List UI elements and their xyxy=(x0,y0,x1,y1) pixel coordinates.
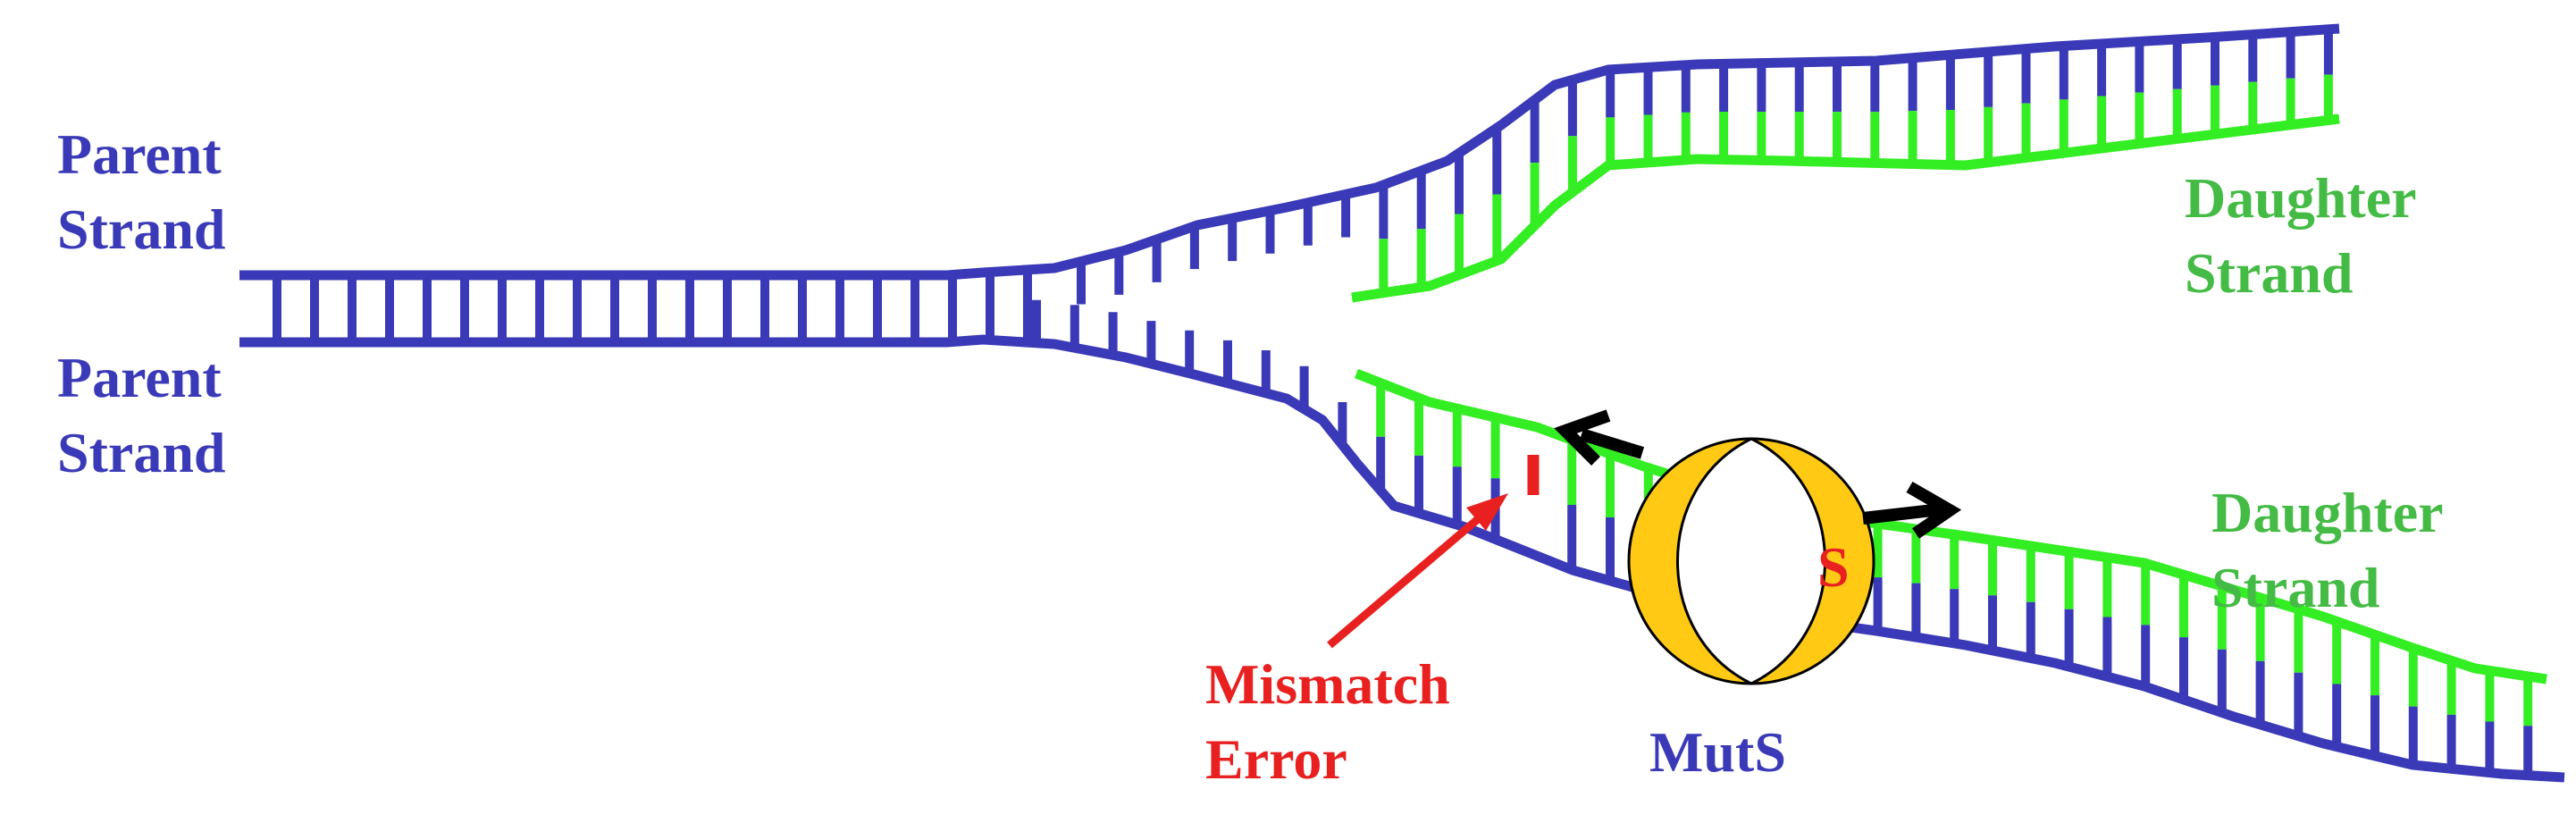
label-line: Error xyxy=(1205,727,1347,791)
scan-left-arrow xyxy=(1554,409,1645,466)
label-line: Mismatch xyxy=(1205,652,1450,716)
label-line: Strand xyxy=(57,197,226,261)
label-line: Daughter xyxy=(2185,166,2417,230)
daughter-strand-top xyxy=(1351,113,2340,303)
label-line: Daughter xyxy=(2211,481,2444,544)
label-line: Strand xyxy=(57,421,226,484)
parent-strand-label-top: Parent Strand xyxy=(57,117,226,267)
label-line: Parent xyxy=(57,122,222,186)
parent-strand-label-bottom: Parent Strand xyxy=(57,340,226,491)
daughter-strand-bottom xyxy=(1355,368,2547,684)
daughter-strand-label-top: Daughter Strand xyxy=(2185,161,2417,311)
scan-right-arrow xyxy=(1862,481,1962,539)
muts-s-symbol: S xyxy=(1817,535,1850,599)
mismatch-pointer-arrow xyxy=(1327,493,1508,649)
mismatch-error-label: Mismatch Error xyxy=(1205,647,1450,797)
muts-cleft xyxy=(1676,437,1826,685)
label-line: Strand xyxy=(2185,241,2354,305)
parent-strand-bottom xyxy=(239,334,2565,783)
rungs xyxy=(273,29,2533,776)
daughter-strand-label-bottom: Daughter Strand xyxy=(2211,475,2444,626)
parent-strand-top xyxy=(239,23,2340,281)
label-line: Parent xyxy=(57,346,222,409)
label-line: Strand xyxy=(2211,556,2380,619)
muts-protein xyxy=(1627,437,1875,685)
muts-label: MutS xyxy=(1649,720,1786,784)
